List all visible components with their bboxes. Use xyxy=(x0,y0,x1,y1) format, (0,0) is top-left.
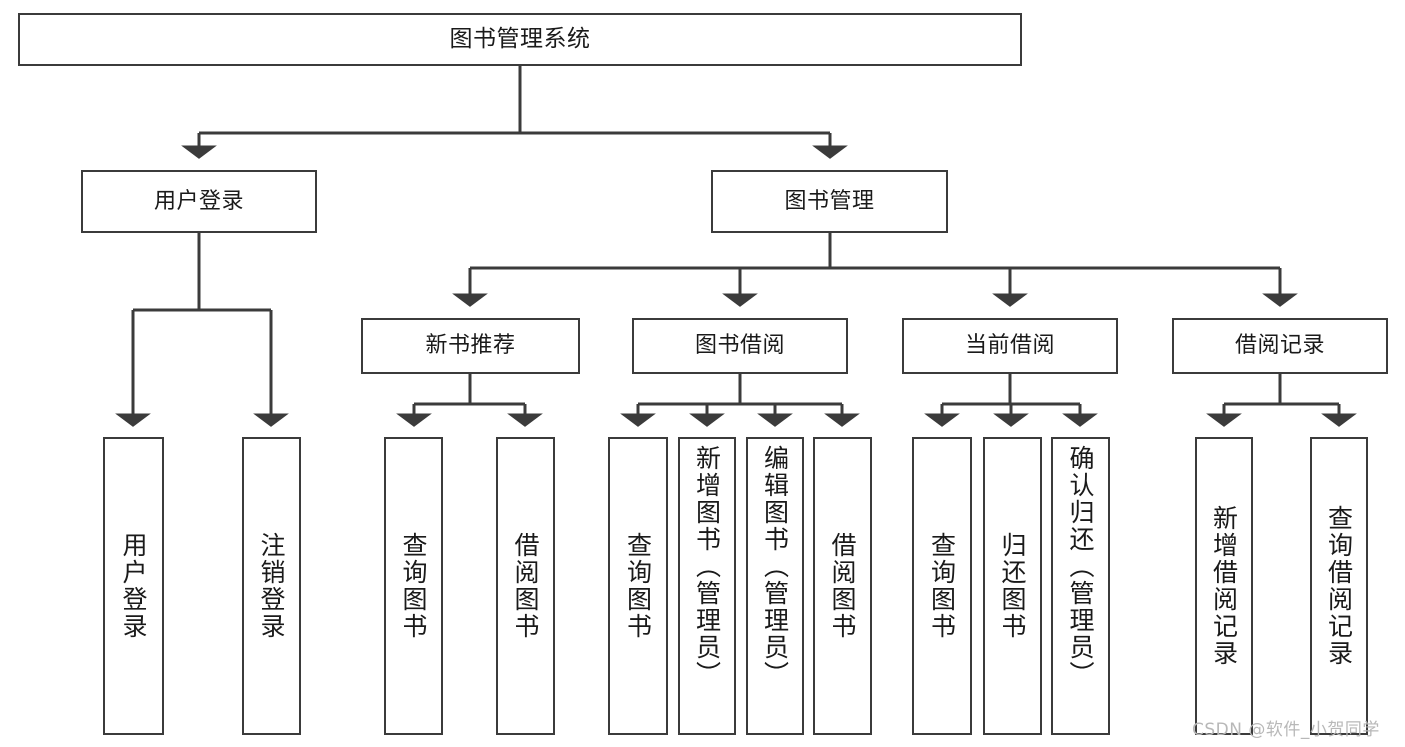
node-leaf-edit-book-admin[interactable]: 编辑图书（管理员） xyxy=(746,437,804,735)
node-user-login-label: 用户登录 xyxy=(153,188,244,214)
node-leaf-query-book-3[interactable]: 查询图书 xyxy=(912,437,972,735)
node-leaf-query-book-1[interactable]: 查询图书 xyxy=(384,437,443,735)
node-leaf-borrow-book-2-label: 借阅图书 xyxy=(828,532,857,640)
node-current-borrow-label: 当前借阅 xyxy=(964,333,1055,359)
node-leaf-logout-login-label: 注销登录 xyxy=(257,532,286,640)
node-leaf-query-borrow-record-label: 查询借阅记录 xyxy=(1324,505,1354,667)
node-leaf-borrow-book-1[interactable]: 借阅图书 xyxy=(496,437,555,735)
node-leaf-borrow-book-1-label: 借阅图书 xyxy=(511,532,540,640)
node-borrow-record-label: 借阅记录 xyxy=(1234,333,1325,359)
node-leaf-return-book-label: 归还图书 xyxy=(998,532,1027,640)
node-leaf-user-login-label: 用户登录 xyxy=(119,532,148,640)
node-root[interactable]: 图书管理系统 xyxy=(18,13,1022,66)
node-user-login[interactable]: 用户登录 xyxy=(81,170,317,233)
node-leaf-query-book-2[interactable]: 查询图书 xyxy=(608,437,668,735)
node-leaf-add-book-admin-label: 新增图书（管理员） xyxy=(692,445,722,688)
node-leaf-add-borrow-record[interactable]: 新增借阅记录 xyxy=(1195,437,1253,735)
node-leaf-add-book-admin[interactable]: 新增图书（管理员） xyxy=(678,437,736,735)
node-new-book-recommend[interactable]: 新书推荐 xyxy=(361,318,580,374)
node-leaf-confirm-return-admin[interactable]: 确认归还（管理员） xyxy=(1051,437,1110,735)
node-book-manage-label: 图书管理 xyxy=(784,188,875,214)
node-leaf-return-book[interactable]: 归还图书 xyxy=(983,437,1042,735)
node-book-borrow[interactable]: 图书借阅 xyxy=(632,318,848,374)
node-leaf-query-book-2-label: 查询图书 xyxy=(623,532,653,640)
node-leaf-confirm-return-admin-label: 确认归还（管理员） xyxy=(1066,445,1095,688)
node-borrow-record[interactable]: 借阅记录 xyxy=(1172,318,1388,374)
node-leaf-edit-book-admin-label: 编辑图书（管理员） xyxy=(760,445,790,688)
node-book-borrow-label: 图书借阅 xyxy=(694,333,785,359)
node-current-borrow[interactable]: 当前借阅 xyxy=(902,318,1118,374)
node-book-manage[interactable]: 图书管理 xyxy=(711,170,948,233)
node-leaf-add-borrow-record-label: 新增借阅记录 xyxy=(1209,505,1239,667)
node-leaf-logout-login[interactable]: 注销登录 xyxy=(242,437,301,735)
node-leaf-user-login[interactable]: 用户登录 xyxy=(103,437,164,735)
node-leaf-borrow-book-2[interactable]: 借阅图书 xyxy=(813,437,872,735)
node-leaf-query-borrow-record[interactable]: 查询借阅记录 xyxy=(1310,437,1368,735)
node-new-book-recommend-label: 新书推荐 xyxy=(425,333,516,359)
node-root-label: 图书管理系统 xyxy=(449,26,591,53)
node-leaf-query-book-3-label: 查询图书 xyxy=(927,532,957,640)
node-leaf-query-book-1-label: 查询图书 xyxy=(399,532,428,640)
watermark: CSDN @软件_小贺同学 xyxy=(1192,720,1380,740)
